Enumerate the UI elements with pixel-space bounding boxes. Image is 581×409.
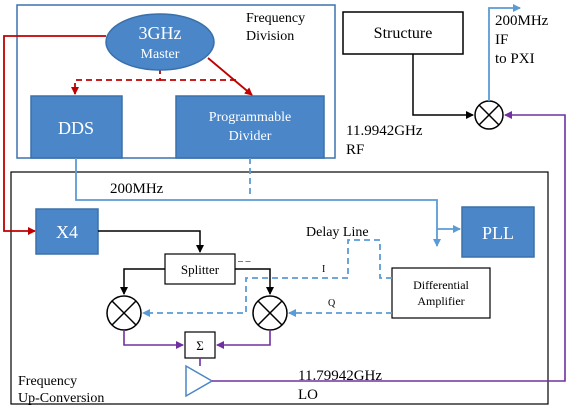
frequency-upconversion-frame (10, 171, 549, 405)
x4-to-splitter-line (98, 230, 204, 253)
pll-label: PLL (482, 223, 514, 243)
i-path-dashed-line (142, 239, 392, 317)
master-to-x4-line (3, 35, 106, 235)
lo-to-rf-mixer-line (212, 111, 566, 382)
rf-label-line2: RF (346, 142, 364, 158)
q-mixer-to-summer-line (216, 330, 271, 349)
if-output-label-line1: 200MHz (495, 13, 549, 29)
pll-block (461, 206, 535, 258)
structure-to-rf-mixer-line (412, 54, 474, 119)
splitter-to-q-mixer-line (235, 268, 274, 295)
x4-label: X4 (56, 222, 78, 242)
lo-label-line1: 11.79942GHz (298, 368, 382, 384)
if-output-line (488, 4, 521, 101)
structure-block (342, 11, 464, 55)
i-mixer-to-summer-line (123, 330, 184, 349)
if-output-label-line2: IF (495, 32, 508, 48)
i-mixer-icon (106, 295, 142, 331)
dds-block (30, 95, 123, 159)
if-output-label-line3: to PXI (495, 51, 535, 67)
splitter-label: Splitter (181, 262, 220, 277)
frequency-division-label-line2: Division (246, 29, 294, 44)
splitter-minus-marks: – – (237, 256, 252, 267)
lo-label-line2: LO (298, 387, 318, 403)
frequency-upconversion-label-line2: Up-Conversion (18, 391, 104, 406)
diff-amp-label-line2: Amplifier (417, 294, 464, 308)
diff-amp-label-line1: Differential (413, 278, 469, 292)
i-signal-label: I (322, 264, 325, 275)
divider-label-line2: Divider (229, 129, 272, 144)
master-oscillator-block (105, 13, 215, 71)
summer-symbol: Σ (196, 338, 204, 353)
frequency-upconversion-label-line1: Frequency (18, 374, 77, 389)
splitter-to-i-mixer-line (120, 268, 165, 295)
master-label-line1: 3GHz (139, 23, 182, 43)
frequency-division-label-line1: Frequency (246, 11, 305, 26)
master-label-line2: Master (141, 47, 180, 62)
summer-block (184, 331, 216, 359)
rf-mixer-icon (474, 100, 504, 130)
dds-to-pll-line (75, 158, 441, 247)
dds-label: DDS (58, 118, 94, 138)
dds-output-frequency-label: 200MHz (110, 181, 164, 197)
divider-label-line1: Programmable (209, 110, 291, 125)
x4-multiplier-block (35, 208, 99, 255)
lo-amplifier-icon (185, 364, 214, 398)
programmable-divider-block (175, 95, 325, 159)
q-mixer-icon (252, 295, 288, 331)
differential-amplifier-block (391, 267, 491, 319)
structure-label: Structure (374, 25, 433, 42)
q-signal-label: Q (328, 298, 336, 309)
master-to-dds-dashed-line (71, 68, 161, 95)
rf-label-line1: 11.9942GHz (346, 123, 423, 139)
delay-line-label: Delay Line (306, 225, 369, 240)
splitter-block (164, 253, 236, 285)
master-to-divider-line (207, 57, 253, 96)
